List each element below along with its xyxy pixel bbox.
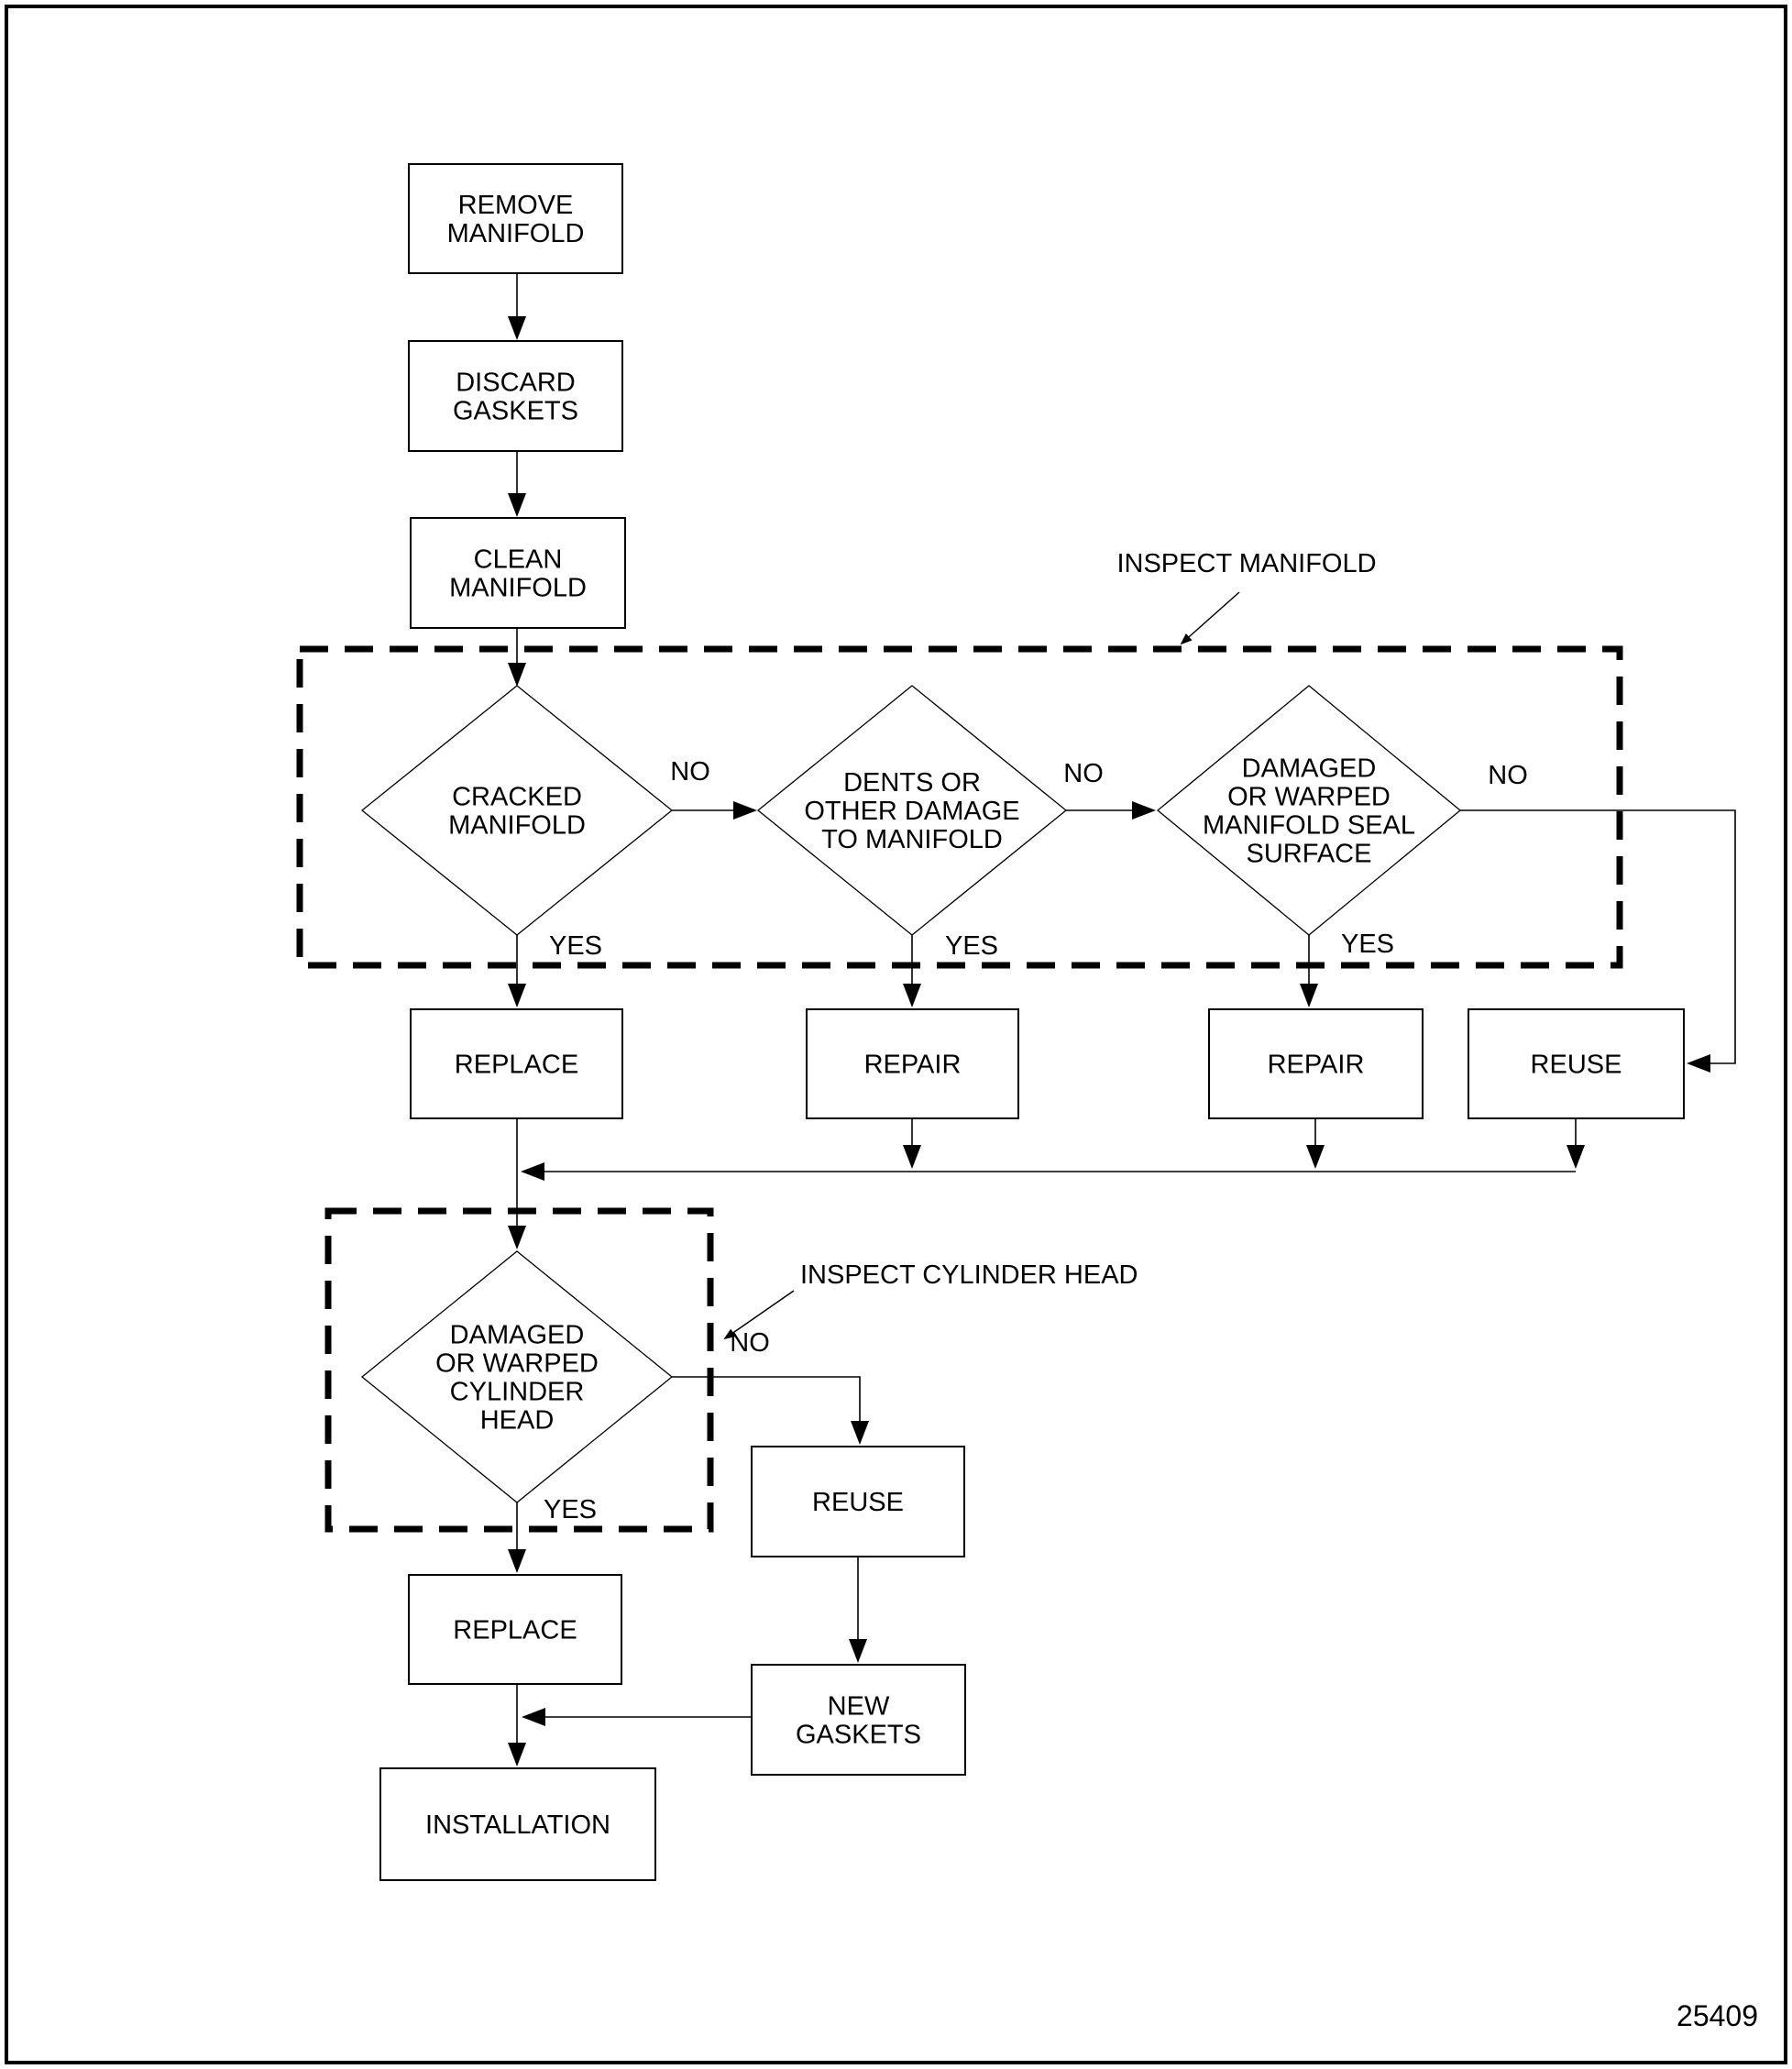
process-replace-manifold-label: REPLACE <box>455 1051 578 1080</box>
region-inspect-manifold: INSPECT MANIFOLD <box>296 549 1623 969</box>
region-inspect-cylinder-head-leader-arrow <box>723 1290 795 1340</box>
edge-label-yes-dents: YES <box>945 931 998 961</box>
edge-cylhead-no-reuse <box>672 1376 869 1445</box>
process-replace-manifold: REPLACE <box>410 1008 623 1119</box>
edge-label-no-cracked: NO <box>670 757 710 787</box>
edge-label-yes-cracked: YES <box>549 931 602 961</box>
region-inspect-cylinder-head: INSPECT CYLINDER HEAD <box>324 1207 1138 1533</box>
figure-number: 25409 <box>1677 1999 1758 2032</box>
decision-dents-or-damage-diamond <box>756 685 1068 936</box>
region-inspect-manifold-dashed-border <box>296 645 1623 969</box>
edge-seal-no-reuse <box>1460 809 1736 1073</box>
region-inspect-cylinder-head-title: INSPECT CYLINDER HEAD <box>800 1260 1138 1290</box>
process-discard-gaskets-box <box>408 340 623 452</box>
process-reuse-cylinder-head: REUSE <box>751 1446 965 1557</box>
process-repair-seal-surface: REPAIR <box>1208 1008 1424 1119</box>
page-border <box>5 5 1787 2064</box>
process-reuse-manifold-box <box>1468 1008 1685 1119</box>
process-reuse-cylinder-head-box <box>751 1446 965 1557</box>
process-replace-cylinder-head: REPLACE <box>408 1574 622 1685</box>
process-installation-box <box>379 1767 656 1881</box>
process-replace-cylinder-head-box <box>408 1574 622 1685</box>
decision-damaged-seal-surface-diamond <box>1156 685 1462 936</box>
edge-label-no-dents: NO <box>1063 759 1104 788</box>
process-reuse-manifold-label: REUSE <box>1531 1051 1622 1080</box>
decision-cracked-manifold-diamond <box>360 685 674 936</box>
edge-label-no-cylinder-head: NO <box>730 1328 770 1358</box>
edge-label-yes-cylinder-head: YES <box>544 1495 597 1524</box>
process-installation: INSTALLATION <box>379 1767 656 1881</box>
process-repair-manifold-dents-label: REPAIR <box>864 1051 962 1080</box>
region-inspect-manifold-title: INSPECT MANIFOLD <box>1116 549 1376 578</box>
process-installation-label: INSTALLATION <box>425 1810 610 1840</box>
edge-label-yes-seal: YES <box>1341 930 1394 959</box>
process-repair-manifold-dents: REPAIR <box>806 1008 1019 1119</box>
region-inspect-manifold-leader-arrow <box>1180 591 1240 645</box>
process-remove-manifold-box <box>408 163 623 274</box>
process-reuse-manifold: REUSE <box>1468 1008 1685 1119</box>
process-replace-manifold-box <box>410 1008 623 1119</box>
process-repair-seal-surface-label: REPAIR <box>1268 1051 1365 1080</box>
process-clean-manifold-box <box>410 517 626 629</box>
process-replace-cylinder-head-label: REPLACE <box>453 1616 577 1645</box>
process-repair-manifold-dents-box <box>806 1008 1019 1119</box>
region-inspect-cylinder-head-dashed-border <box>324 1207 714 1533</box>
edge-label-no-seal: NO <box>1488 761 1528 790</box>
process-new-gaskets-box <box>751 1664 966 1776</box>
decision-damaged-cylinder-head-diamond <box>360 1250 674 1503</box>
process-reuse-cylinder-head-label: REUSE <box>812 1488 904 1517</box>
process-repair-seal-surface-box <box>1208 1008 1424 1119</box>
